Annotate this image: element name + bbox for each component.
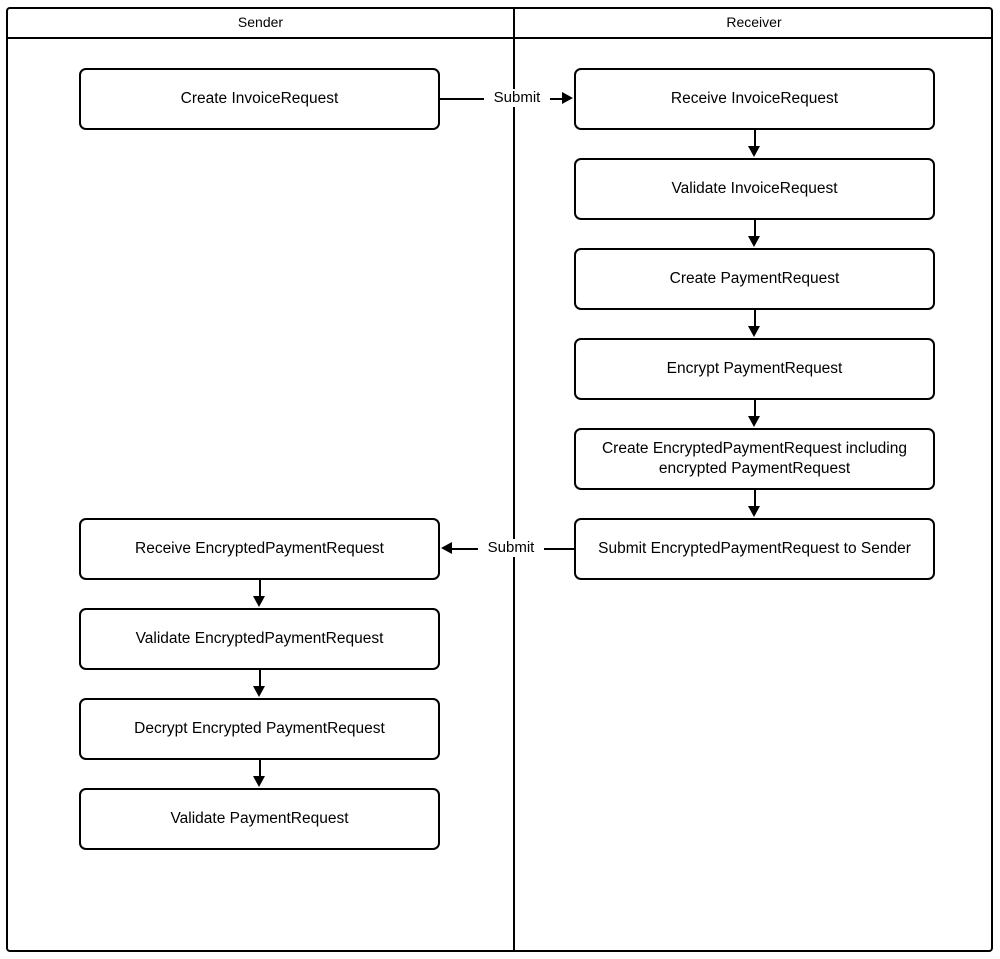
node-receive-encryptedpaymentrequest[interactable]: Receive EncryptedPaymentRequest [79,518,440,580]
node-validate-paymentrequest[interactable]: Validate PaymentRequest [79,788,440,850]
edge-receive-to-validate-encryptedpaymentrequest-arrowhead [253,596,265,607]
edge-encrypt-to-create-encryptedpaymentrequest-line [754,400,756,417]
edge-decrypt-to-validate-paymentrequest-arrowhead [253,776,265,787]
edge-create-to-submit-encryptedpaymentrequest-line [754,490,756,507]
edge-receive-to-validate-invoicerequest-arrowhead [748,146,760,157]
edge-validate-to-decrypt-encryptedpaymentrequest-line [259,670,261,687]
node-create-invoicerequest[interactable]: Create InvoiceRequest [79,68,440,130]
node-create-paymentrequest[interactable]: Create PaymentRequest [574,248,935,310]
node-label: Validate InvoiceRequest [671,180,838,197]
edge-receive-to-validate-invoicerequest-line [754,130,756,147]
node-submit-encryptedpaymentrequest[interactable]: Submit EncryptedPaymentRequest to Sender [574,518,935,580]
node-label: Submit EncryptedPaymentRequest to Sender [598,540,911,557]
node-validate-encryptedpaymentrequest[interactable]: Validate EncryptedPaymentRequest [79,608,440,670]
edge-create-to-encrypt-paymentrequest-line [754,310,756,327]
edge-validate-to-decrypt-encryptedpaymentrequest-arrowhead [253,686,265,697]
node-label: Create EncryptedPaymentRequest including… [601,440,907,477]
node-label: Encrypt PaymentRequest [666,360,843,377]
node-label: Validate PaymentRequest [170,810,349,827]
edge-validate-invoicerequest-to-create-paymentrequest-line [754,220,756,237]
edge-create-to-encrypt-paymentrequest-arrowhead [748,326,760,337]
edge-encrypt-to-create-encryptedpaymentrequest-arrowhead [748,416,760,427]
edge-label-submit-encryptedpaymentrequest: Submit [478,539,544,557]
node-label: Validate EncryptedPaymentRequest [135,630,384,647]
node-create-encryptedpaymentrequest[interactable]: Create EncryptedPaymentRequest including… [574,428,935,490]
edge-label-submit-invoicerequest: Submit [484,89,550,107]
node-label: Create InvoiceRequest [180,90,339,107]
node-label: Receive InvoiceRequest [670,90,839,107]
edge-receive-to-validate-encryptedpaymentrequest-line [259,580,261,597]
node-label: Decrypt Encrypted PaymentRequest [134,720,385,737]
swimlane-header-rule [6,37,993,39]
edge-validate-invoicerequest-to-create-paymentrequest-arrowhead [748,236,760,247]
node-receive-invoicerequest[interactable]: Receive InvoiceRequest [574,68,935,130]
lane-header-receiver: Receiver [726,14,782,30]
edge-create-to-submit-encryptedpaymentrequest-arrowhead [748,506,760,517]
edge-decrypt-to-validate-paymentrequest-line [259,760,261,777]
lane-header-sender: Sender [237,14,284,30]
node-label: Receive EncryptedPaymentRequest [135,540,384,557]
node-decrypt-encrypted-paymentrequest[interactable]: Decrypt Encrypted PaymentRequest [79,698,440,760]
node-label: Create PaymentRequest [669,270,840,287]
swimlane-divider [513,7,515,952]
node-encrypt-paymentrequest[interactable]: Encrypt PaymentRequest [574,338,935,400]
node-validate-invoicerequest[interactable]: Validate InvoiceRequest [574,158,935,220]
edge-submit-invoicerequest-arrowhead [562,92,573,104]
edge-submit-encryptedpaymentrequest-arrowhead [441,542,452,554]
